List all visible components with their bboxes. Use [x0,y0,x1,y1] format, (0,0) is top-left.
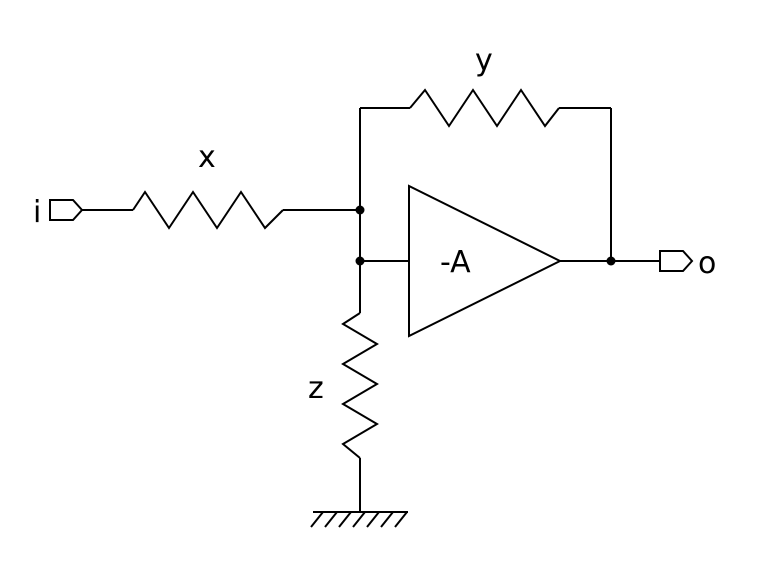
junction-dot-output [606,256,616,266]
resistor-z [341,312,379,459]
resistor-y-label: y [475,43,493,78]
input-port: i [33,195,84,230]
junction-dot-amp [355,256,365,266]
resistor-z-label: z [308,371,324,406]
amplifier-triangle [408,184,563,338]
amplifier-label: -A [440,245,471,280]
resistor-x [132,190,284,230]
input-label: i [33,195,41,230]
output-label: o [698,246,716,281]
ground-icon [310,511,408,528]
output-port-arrow [659,250,694,272]
junction-dot-input [355,205,365,215]
output-port: o [659,246,716,281]
resistor-x-label: x [198,140,216,175]
input-port-arrow [49,199,84,221]
resistor-y [409,88,560,128]
